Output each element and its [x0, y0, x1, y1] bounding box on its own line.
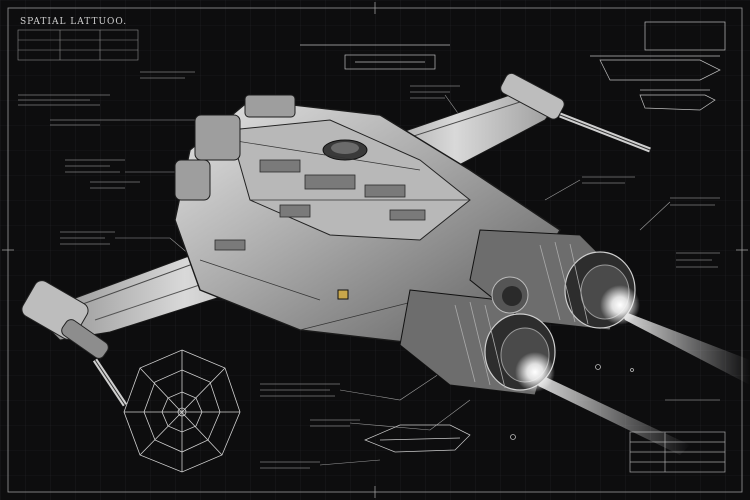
schematic-top-center: [300, 44, 450, 70]
annotation-lines: [18, 71, 720, 469]
small-ship-sketch: [364, 424, 471, 453]
markers: [510, 364, 634, 440]
left-wing-cannon: [21, 280, 128, 407]
engine-lower: [399, 289, 556, 396]
turret-blocks: [174, 94, 296, 201]
right-wing-cannon: [500, 72, 651, 153]
blueprint-title: SPATIAL LATTUOO.: [20, 17, 127, 27]
hex-wireframe: [123, 349, 241, 473]
starfighter: [21, 72, 750, 455]
schematic-top-right: [590, 21, 726, 111]
title-block: SPATIAL LATTUOO.: [17, 17, 139, 61]
